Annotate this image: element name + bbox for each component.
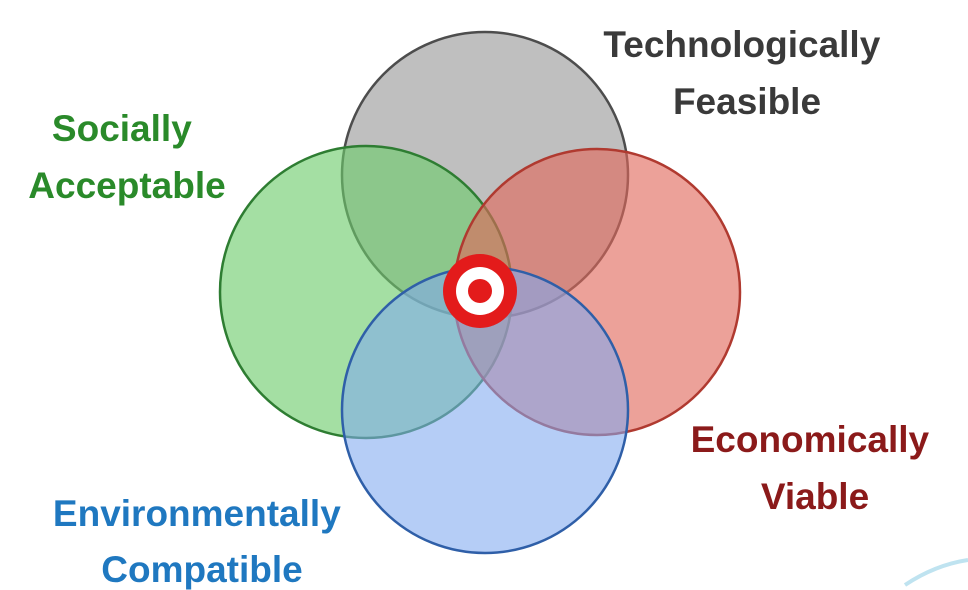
label-technologically-line2: Feasible [673, 81, 821, 122]
label-socially-line2: Acceptable [28, 165, 225, 206]
label-socially-line1: Socially [52, 108, 192, 149]
label-environmentally-compatible: Environmentally Compatible [53, 493, 351, 590]
label-technologically-line1: Technologically [603, 24, 880, 65]
label-economically-line1: Economically [691, 419, 930, 460]
label-economically-line2: Viable [761, 476, 869, 517]
target-bullseye [468, 279, 492, 303]
label-technologically-feasible: Technologically Feasible [603, 24, 890, 122]
label-environmentally-line1: Environmentally [53, 493, 341, 534]
label-socially-acceptable: Socially Acceptable [28, 108, 225, 206]
target-icon [443, 254, 517, 328]
label-economically-viable: Economically Viable [691, 419, 940, 517]
label-environmentally-line2: Compatible [101, 549, 302, 590]
decorative-swoosh [903, 558, 968, 587]
